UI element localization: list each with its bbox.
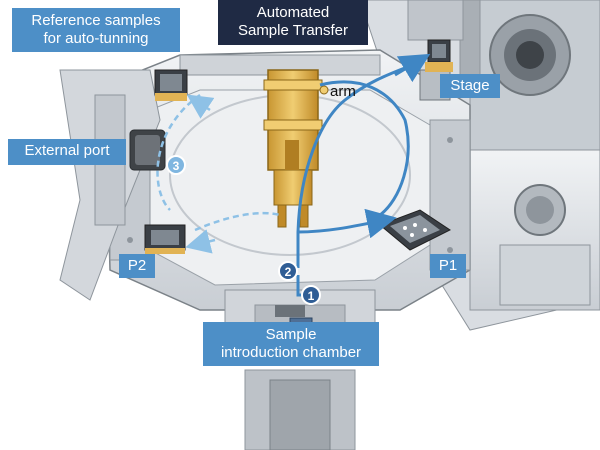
reference-line-2: for auto-tunning — [43, 30, 149, 47]
step-marker-2: 2 — [278, 261, 298, 281]
external-port-label: External port — [24, 142, 110, 159]
p1-plate — [379, 209, 451, 251]
p2-holder — [144, 224, 186, 254]
external-port-callout: External port — [8, 139, 126, 165]
step-marker-1: 1 — [301, 285, 321, 305]
chamber-callout: Sample introduction chamber — [203, 322, 379, 366]
stage-label: Stage — [450, 77, 490, 94]
title-callout: Automated Sample Transfer — [218, 0, 368, 45]
p2-label: P2 — [127, 257, 147, 274]
transfer-path-dashed — [156, 93, 281, 254]
reference-samples-callout: Reference samples for auto-tunning — [12, 8, 180, 52]
title-line-2: Sample Transfer — [237, 22, 349, 39]
arm-label: arm — [330, 83, 356, 100]
transfer-arm — [263, 69, 329, 228]
p2-callout: P2 — [119, 254, 155, 278]
step-1-label: 1 — [308, 289, 315, 303]
p1-label: P1 — [438, 257, 458, 274]
p1-callout: P1 — [430, 254, 466, 278]
introduction-chamber — [224, 289, 376, 450]
step-3-label: 3 — [173, 159, 180, 173]
reference-sample-holder — [154, 69, 188, 101]
stage-callout: Stage — [440, 74, 500, 98]
chamber-line-1: Sample — [265, 326, 317, 343]
external-port-hatch — [129, 129, 166, 171]
chamber-line-2: introduction chamber — [220, 344, 362, 361]
step-2-label: 2 — [285, 265, 292, 279]
title-line-1: Automated — [256, 4, 330, 21]
step-marker-3: 3 — [166, 155, 186, 175]
reference-line-1: Reference samples — [31, 12, 161, 29]
transfer-path-solid — [296, 53, 431, 297]
